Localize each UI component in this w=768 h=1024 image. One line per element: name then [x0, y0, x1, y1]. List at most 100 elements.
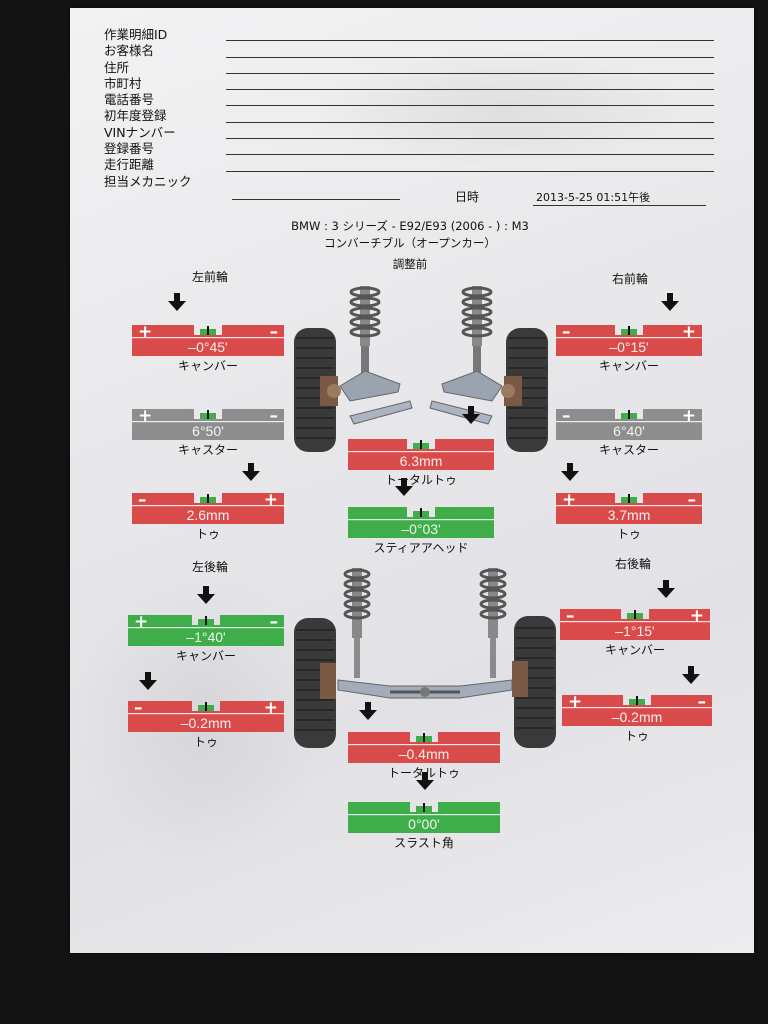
gauge-caption: トータルトゥ: [384, 473, 457, 487]
gauge-caption: トゥ: [624, 729, 649, 743]
gauge-right-sign: –: [687, 490, 697, 510]
field-label: 走行距離: [104, 157, 155, 173]
form-row-customer-name: お客様名: [104, 43, 714, 59]
measurement-status: 調整前: [392, 257, 428, 271]
form-row-vin: VINナンバー: [104, 125, 714, 141]
blank-line: [226, 154, 714, 156]
rear-total-toe-gauge: –0.4mmトータルトゥ: [348, 723, 500, 780]
form-row-work-id: 作業明細ID: [104, 27, 714, 43]
gauge-caption: キャスター: [598, 443, 659, 457]
gauge-bar: [556, 325, 702, 356]
gauge-left-sign: –: [134, 698, 143, 718]
gauge-value: –0.2mm: [180, 715, 232, 731]
form-row-mechanic: 担当メカニック: [104, 174, 714, 190]
gauge-caption: スラスト角: [394, 836, 454, 850]
front-total-toe-gauge: 6.3mm トータルトゥ: [348, 430, 494, 487]
gauge-right-sign: +: [263, 490, 278, 510]
gauge-right-sign: +: [689, 606, 704, 626]
front-left-wheel-label: 左前輪: [191, 270, 228, 284]
field-label: 登録番号: [104, 141, 155, 157]
steer-ahead-gauge: –0°03'スティアアヘッド: [348, 498, 494, 555]
gauge-right-sign: –: [269, 322, 279, 342]
gauge-value: –1°40': [186, 629, 226, 645]
gauge-caption: トゥ: [195, 527, 220, 541]
field-label: 市町村: [104, 75, 142, 91]
gauge-caption: キャスター: [177, 443, 238, 457]
gauge-value: 3.7mm: [607, 507, 651, 523]
gauge-left-sign: –: [562, 322, 571, 342]
rear-left-wheel-label: 左後輪: [191, 560, 228, 574]
blank-line: [226, 105, 714, 107]
date-label: 日時: [455, 190, 480, 204]
gauge-bar: [348, 732, 500, 763]
field-label: 作業明細ID: [104, 27, 168, 42]
field-label: 担当メカニック: [104, 173, 192, 189]
rear-left-camber-gauge: + – –1°40' キャンバー: [128, 606, 284, 663]
gauge-left-sign: –: [566, 606, 575, 626]
form-row-plate-number: 登録番号: [104, 141, 714, 157]
customer-info-form: 作業明細ID お客様名 住所 市町村 電話番号 初年度登録 VINナンバー 登録…: [104, 27, 714, 190]
gauge-value: 6.3mm: [399, 453, 443, 469]
gauge-bar: [132, 409, 284, 440]
front-axle-diagram: [294, 286, 548, 452]
rear-axle-diagram: [294, 568, 556, 748]
gauge-bar: [128, 701, 284, 732]
blank-line: [226, 138, 714, 140]
gauge-bar: [348, 439, 494, 470]
gauge-right-sign: –: [269, 612, 279, 632]
gauge-value: 2.6mm: [186, 507, 230, 523]
gauge-bar: [132, 493, 284, 524]
blank-line: [226, 170, 714, 172]
gauge-value: –0°03': [401, 521, 441, 537]
field-label: 電話番号: [104, 92, 155, 108]
gauge-bar: [348, 507, 494, 538]
rear-right-camber-gauge: –+–1°15'キャンバー: [560, 600, 710, 657]
blank-line: [226, 56, 714, 58]
rear-right-wheel-label: 右後輪: [614, 557, 651, 571]
gauge-value: –0°15': [609, 339, 649, 355]
gauge-value: 6°40': [613, 423, 645, 439]
vehicle-model: BMW : 3 シリーズ - E92/E93 (2006 - ) : M3: [291, 219, 529, 233]
gauge-left-sign: –: [138, 490, 147, 510]
date-value: 2013-5-25 01:51午後: [533, 189, 706, 206]
vehicle-body-type: コンバーチブル（オープンカー）: [324, 236, 496, 250]
blank-line: [226, 40, 714, 42]
gauge-caption: キャンバー: [598, 359, 659, 373]
front-right-camber-gauge: – + –0°15' キャンバー: [556, 316, 702, 373]
field-label: お客様名: [104, 43, 155, 59]
gauge-right-sign: +: [681, 322, 696, 342]
form-row-phone: 電話番号: [104, 92, 714, 108]
gauge-left-sign: +: [568, 692, 583, 712]
gauge-value: –0°45': [188, 339, 228, 355]
gauge-bar: [560, 609, 710, 640]
gauge-right-sign: –: [697, 692, 707, 712]
gauge-caption: トゥ: [193, 735, 218, 749]
mechanic-blank-line: [232, 199, 400, 200]
gauge-value: 0°00': [408, 816, 440, 832]
front-left-toe-gauge: – +2.6mm トゥ: [132, 484, 284, 541]
gauge-caption: キャンバー: [175, 649, 236, 663]
gauge-value: –1°15': [615, 623, 655, 639]
thrust-angle-gauge: 0°00' スラスト角: [348, 793, 500, 850]
gauge-left-sign: –: [562, 406, 571, 426]
front-left-camber-gauge: +––0°45'キャンバー: [132, 316, 284, 373]
front-right-wheel-label: 右前輪: [611, 272, 648, 286]
field-label: VINナンバー: [104, 124, 176, 140]
gauge-caption: キャンバー: [177, 359, 238, 373]
gauge-bar: [556, 409, 702, 440]
gauge-left-sign: +: [138, 406, 153, 426]
gauge-right-sign: +: [681, 406, 696, 426]
form-row-mileage: 走行距離: [104, 157, 714, 173]
blank-line: [226, 72, 714, 74]
gauge-right-sign: –: [269, 406, 279, 426]
field-label: 初年度登録: [104, 108, 167, 124]
gauge-bar: [562, 695, 712, 726]
front-right-caster-gauge: – +6°40' キャスター: [556, 400, 702, 457]
front-left-caster-gauge: +–6°50'キャスター: [132, 400, 284, 457]
blank-line: [226, 89, 714, 91]
gauge-caption: トゥ: [616, 527, 641, 541]
gauge-left-sign: +: [134, 612, 149, 632]
